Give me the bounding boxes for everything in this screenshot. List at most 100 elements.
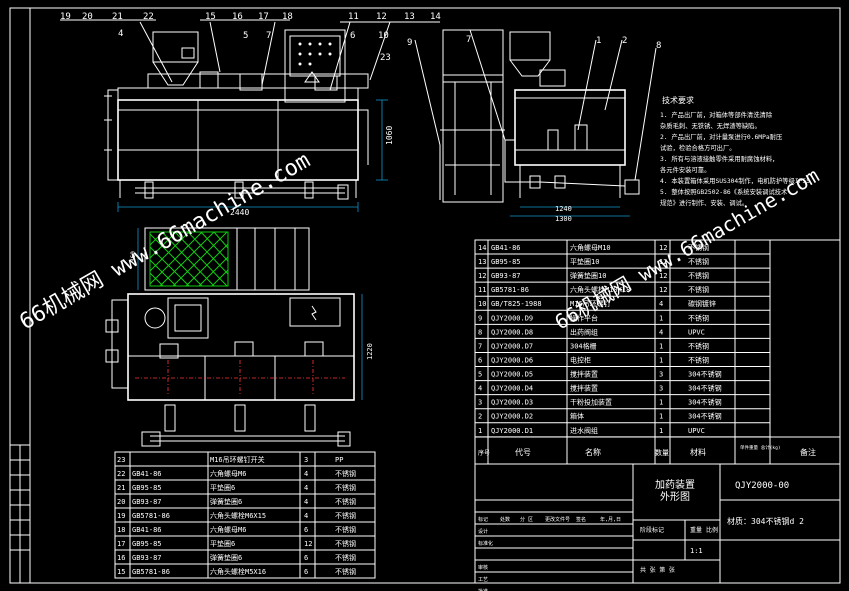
material-note: 材质：304不锈钢d 2 [727,516,804,526]
bom-left-qty: 6 [304,568,308,576]
bom-hdr-qty: 数量 [655,448,669,457]
title-row-label: 年,月,日 [600,516,621,523]
bom-right-name: 弹簧垫圈10 [570,271,606,280]
bom-right-qty: 4 [659,300,663,308]
bom-left-name: 六角头螺栓M6X15 [210,511,266,520]
balloon-17: 17 [258,12,269,22]
weight-label: 重量 [690,526,702,534]
bom-left-no: 15 [117,568,125,576]
bom-left-no: 20 [117,498,125,506]
balloon-4: 4 [118,29,123,39]
bom-left-name: 平垫圈6 [210,483,235,492]
bom-left-mat: PP [335,456,343,464]
bom-right-qty: 12 [659,272,667,280]
bom-right-code: QJY2000.D5 [491,371,533,379]
bom-left-no: 23 [117,456,125,464]
bom-left-name: 弹簧垫圈6 [210,553,242,562]
bom-right-no: 7 [478,342,482,350]
inner-frame [29,7,841,584]
bom-left-mat: 不锈钢 [335,553,356,562]
bom-left-name: 平垫圈6 [210,539,235,548]
plan-view: 1220 360 [105,227,374,447]
drawing-border [9,7,841,584]
bom-right-no: 6 [478,356,482,364]
bom-right-qty: 12 [659,244,667,252]
bom-right-code: QJY2000.D6 [491,356,533,364]
bom-right-name: 304格栅 [570,341,597,350]
bom-left-no: 16 [117,554,125,562]
bom-right-name: 六角头螺栓M10X18 [570,285,630,294]
bom-right-code: GB93-87 [491,272,521,280]
bom-right-name: 电控柜 [570,355,591,364]
title-row-label: 分 区 [520,516,533,523]
bom-left-qty: 3 [304,456,308,464]
bom-left-name: 六角螺母M6 [210,525,246,534]
bom-hdr-remark: 备注 [800,447,816,457]
bom-hdr-mat: 材料 [690,447,706,457]
side-b-dim-1240: 1240 [555,205,572,213]
bom-left-name: M16吊环螺钉开关 [210,455,265,464]
bom-right-no: 4 [478,385,482,393]
title-row-label: 更改文件号 [545,516,570,523]
tech-note-line: 4. 本装置箱体采用SUS304制作，电机防护等级IP55 [660,176,810,185]
title-row-label: 标记 [478,516,488,523]
tech-note-line: 2. 产品出厂前，对计量泵进行0.6MPa耐压 [660,132,783,141]
bom-right-code: QJY2000.D3 [491,399,533,407]
bom-right-qty: 12 [659,258,667,266]
bom-right-name: 六角螺母M10 [570,243,611,252]
side-b-balloon-2: 2 [622,36,627,46]
bom-right-mat: 304不锈钢 [688,412,722,421]
title-row-label: 处数 [500,516,510,523]
bom-right-qty: 1 [659,356,663,364]
bom-right-qty: 3 [659,371,663,379]
bom-left-no: 22 [117,470,125,478]
tech-note-line: 5. 整体按照GB2502-86《系统安装调试技术 [660,187,788,196]
bom-left-qty: 4 [304,498,308,506]
title-design-label: 审核 [478,564,488,571]
bom-right-code: QJY2000.D2 [491,413,533,421]
plan-height-dim: 1220 [366,343,374,360]
bom-left-qty: 6 [304,526,308,534]
title-design-label: 标准化 [478,540,493,547]
balloon-13: 13 [404,12,415,22]
side-a-balloon-9: 9 [407,38,412,48]
bom-right-mat: 不锈钢 [688,313,709,322]
side-b-dim-1300: 1300 [555,215,572,223]
balloon-10: 10 [378,31,389,41]
bom-left-code: GB95-85 [132,484,162,492]
bom-right-code: QJY2000.D9 [491,314,533,322]
bom-left-mat: 不锈钢 [335,469,356,478]
bom-right-code: GB95-85 [491,258,521,266]
bom-right-code: GB/T825-1988 [491,300,542,308]
watermark-left: 66机械网 www.66machine.com [16,148,315,335]
tech-note-line: 试验，检验合格方可出厂。 [660,143,736,152]
bom-right-mat: 不锈钢 [688,285,709,294]
bom-right-no: 10 [478,300,486,308]
bom-right-qty: 1 [659,399,663,407]
side-b-balloon-8: 8 [656,41,661,51]
bom-left-code: GB41-86 [132,526,162,534]
bom-left-qty: 4 [304,484,308,492]
technical-notes: 技术要求 1. 产品出厂前，对箱体等部件清洗清除 杂质毛刺、无铁锈、无焊渣等缺陷… [660,95,810,207]
bom-right-code: GB5781-86 [491,286,529,294]
bom-hdr-code: 代号 [515,447,531,457]
balloon-14: 14 [430,12,441,22]
balloon-15: 15 [205,12,216,22]
sheet-scale: 1:1 [690,547,703,555]
bom-left-qty: 6 [304,554,308,562]
bom-left-mat: 不锈钢 [335,567,356,576]
balloon-21: 21 [112,12,123,22]
bom-left-name: 六角螺母M6 [210,469,246,478]
bom-left-code: GB41-86 [132,470,162,478]
bom-left-no: 21 [117,484,125,492]
balloon-7: 7 [266,31,271,41]
front-width-dim: 2440 [230,208,249,217]
bom-right-qty: 12 [659,286,667,294]
bom-left-qty: 4 [304,470,308,478]
bom-right-code: QJY2000.D1 [491,427,533,435]
